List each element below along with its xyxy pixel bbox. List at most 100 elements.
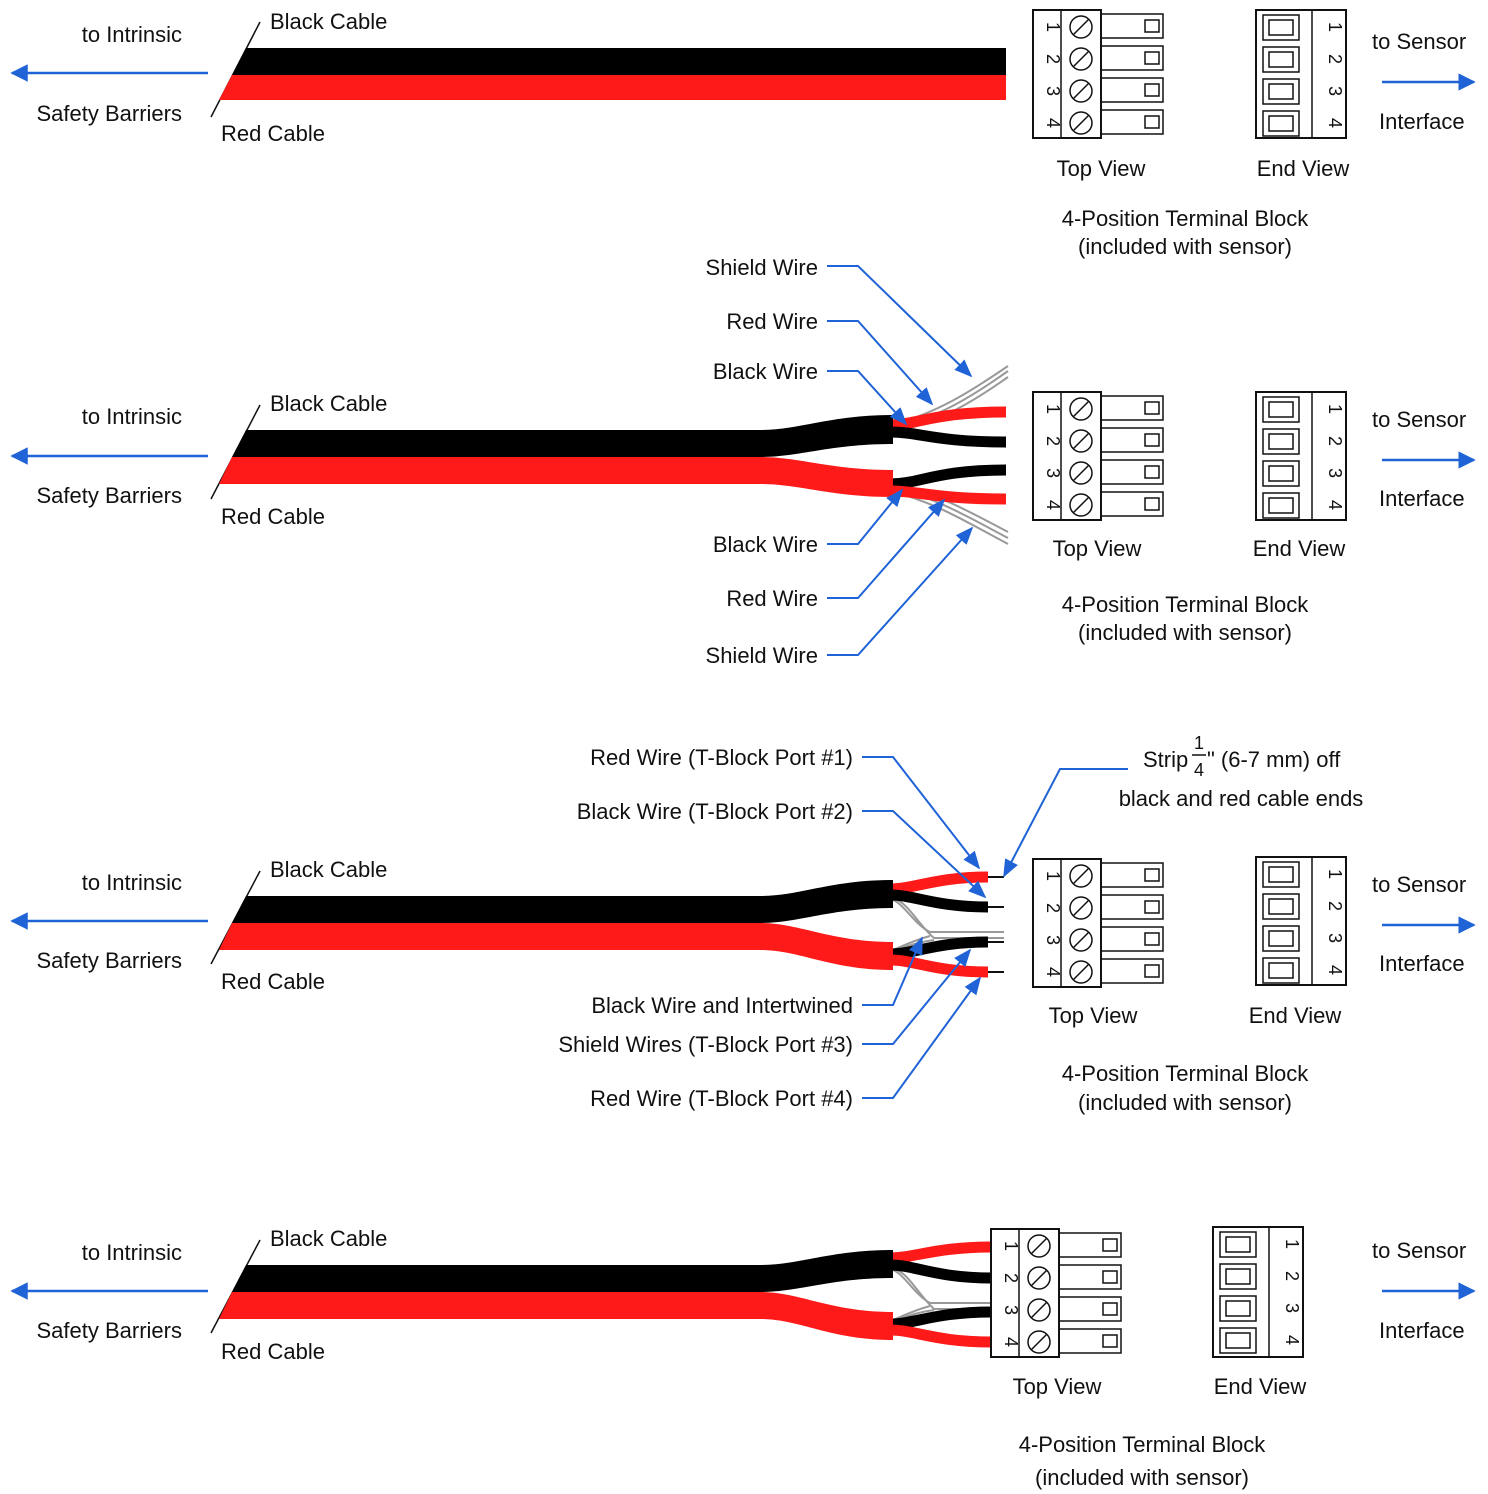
black-wire bbox=[889, 426, 1007, 448]
black-cable-label: Black Cable bbox=[270, 857, 387, 882]
black-cable bbox=[232, 48, 1006, 75]
terminal-block-title: 4-Position Terminal Block bbox=[1062, 206, 1310, 231]
top-view-label: Top View bbox=[1013, 1374, 1102, 1399]
callout-red-port-4: Red Wire (T-Block Port #4) bbox=[590, 1086, 853, 1111]
strip-word: Strip bbox=[1143, 747, 1188, 772]
red-wire bbox=[889, 485, 1007, 505]
svg-text:4: 4 bbox=[1325, 118, 1345, 128]
interface-label: Interface bbox=[1379, 109, 1465, 134]
terminal-block-end-view: 1 2 3 4 bbox=[1255, 391, 1347, 521]
terminal-block-subtitle: (included with sensor) bbox=[1035, 1465, 1249, 1490]
step-1: to Intrinsic Safety Barriers Black Cable… bbox=[10, 9, 1476, 259]
to-intrinsic-label: to Intrinsic bbox=[82, 22, 182, 47]
black-cable bbox=[232, 1250, 893, 1292]
interface-label: Interface bbox=[1379, 486, 1465, 511]
top-view-label: Top View bbox=[1053, 536, 1142, 561]
safety-barriers-label: Safety Barriers bbox=[37, 101, 183, 126]
black-wire bbox=[889, 1306, 993, 1330]
svg-text:1: 1 bbox=[1325, 404, 1345, 414]
red-wire bbox=[889, 406, 1007, 431]
fraction-numerator: 1 bbox=[1194, 733, 1204, 753]
callout-red-wire-top: Red Wire bbox=[726, 309, 818, 334]
terminal-block-top-view: 1 2 3 4 bbox=[1032, 9, 1164, 139]
strip-rest: " (6-7 mm) off bbox=[1207, 747, 1341, 772]
to-intrinsic-label: to Intrinsic bbox=[82, 404, 182, 429]
fraction-denominator: 4 bbox=[1194, 760, 1204, 780]
svg-text:2: 2 bbox=[1282, 1271, 1302, 1281]
black-cable-label: Black Cable bbox=[270, 1226, 387, 1251]
callout-shield-wire-top: Shield Wire bbox=[706, 255, 818, 280]
black-cable-label: Black Cable bbox=[270, 391, 387, 416]
callout-black-port-2: Black Wire (T-Block Port #2) bbox=[577, 799, 853, 824]
svg-text:1: 1 bbox=[1325, 22, 1345, 32]
step-4: to Intrinsic Safety Barriers Black Cable… bbox=[10, 1226, 1476, 1490]
end-view-label: End View bbox=[1214, 1374, 1307, 1399]
svg-text:2: 2 bbox=[1043, 54, 1063, 64]
svg-text:3: 3 bbox=[1043, 86, 1063, 96]
to-sensor-label: to Sensor bbox=[1372, 29, 1466, 54]
red-cable bbox=[219, 1292, 893, 1340]
top-view-label: Top View bbox=[1057, 156, 1146, 181]
svg-text:2: 2 bbox=[1325, 901, 1345, 911]
svg-text:1: 1 bbox=[1325, 869, 1345, 879]
svg-text:3: 3 bbox=[1043, 935, 1063, 945]
callout-black-wire-bottom: Black Wire bbox=[713, 532, 818, 557]
svg-text:1: 1 bbox=[1001, 1241, 1021, 1251]
red-cable bbox=[219, 923, 893, 970]
to-intrinsic-label: to Intrinsic bbox=[82, 1240, 182, 1265]
terminal-block-top-view: 1 2 3 4 bbox=[1032, 391, 1164, 521]
red-wire bbox=[889, 871, 989, 895]
black-wire bbox=[889, 1259, 993, 1284]
step-2: to Intrinsic Safety Barriers Black Cable… bbox=[10, 255, 1476, 668]
callout-shield-wire-bottom: Shield Wire bbox=[706, 643, 818, 668]
svg-text:3: 3 bbox=[1043, 468, 1063, 478]
strip-line-2: black and red cable ends bbox=[1119, 786, 1364, 811]
terminal-block-subtitle: (included with sensor) bbox=[1078, 1090, 1292, 1115]
black-cable-label: Black Cable bbox=[270, 9, 387, 34]
svg-text:4: 4 bbox=[1043, 967, 1063, 977]
terminal-block-title: 4-Position Terminal Block bbox=[1062, 592, 1310, 617]
red-cable-label: Red Cable bbox=[221, 969, 325, 994]
terminal-block-top-view: 1 2 3 4 bbox=[1032, 858, 1164, 988]
red-cable-label: Red Cable bbox=[221, 1339, 325, 1364]
black-cable bbox=[232, 880, 893, 923]
svg-text:3: 3 bbox=[1001, 1305, 1021, 1315]
interface-label: Interface bbox=[1379, 951, 1465, 976]
to-sensor-label: to Sensor bbox=[1372, 872, 1466, 897]
svg-text:3: 3 bbox=[1325, 933, 1345, 943]
red-cable bbox=[219, 75, 1006, 100]
to-sensor-label: to Sensor bbox=[1372, 407, 1466, 432]
callout-black-intertwined: Black Wire and Intertwined bbox=[591, 993, 853, 1018]
callout-red-port-1: Red Wire (T-Block Port #1) bbox=[590, 745, 853, 770]
terminal-block-subtitle: (included with sensor) bbox=[1078, 234, 1292, 259]
black-wire bbox=[889, 464, 1007, 490]
safety-barriers-label: Safety Barriers bbox=[37, 948, 183, 973]
callout-red-wire-bottom: Red Wire bbox=[726, 586, 818, 611]
terminal-block-end-view: 1 2 3 4 bbox=[1255, 856, 1347, 986]
strip-note: Strip 1 4 " (6-7 mm) off black and red c… bbox=[1003, 733, 1364, 878]
shield-wires bbox=[892, 365, 1009, 545]
svg-text:4: 4 bbox=[1282, 1335, 1302, 1345]
svg-text:2: 2 bbox=[1001, 1273, 1021, 1283]
svg-text:1: 1 bbox=[1043, 404, 1063, 414]
safety-barriers-label: Safety Barriers bbox=[37, 483, 183, 508]
svg-text:2: 2 bbox=[1043, 903, 1063, 913]
svg-text:4: 4 bbox=[1001, 1337, 1021, 1347]
terminal-block-top-view: 1 2 3 4 bbox=[990, 1228, 1122, 1358]
terminal-block-title: 4-Position Terminal Block bbox=[1019, 1432, 1267, 1457]
svg-text:3: 3 bbox=[1282, 1303, 1302, 1313]
svg-text:4: 4 bbox=[1043, 118, 1063, 128]
svg-text:2: 2 bbox=[1325, 54, 1345, 64]
black-wire bbox=[889, 936, 989, 960]
safety-barriers-label: Safety Barriers bbox=[37, 1318, 183, 1343]
svg-text:2: 2 bbox=[1325, 436, 1345, 446]
red-cable-label: Red Cable bbox=[221, 504, 325, 529]
end-view-label: End View bbox=[1257, 156, 1350, 181]
red-wire bbox=[889, 954, 989, 978]
top-view-label: Top View bbox=[1049, 1003, 1138, 1028]
screw-terminals bbox=[1069, 15, 1093, 135]
interface-label: Interface bbox=[1379, 1318, 1465, 1343]
svg-text:4: 4 bbox=[1325, 965, 1345, 975]
svg-text:3: 3 bbox=[1325, 86, 1345, 96]
svg-text:1: 1 bbox=[1282, 1239, 1302, 1249]
